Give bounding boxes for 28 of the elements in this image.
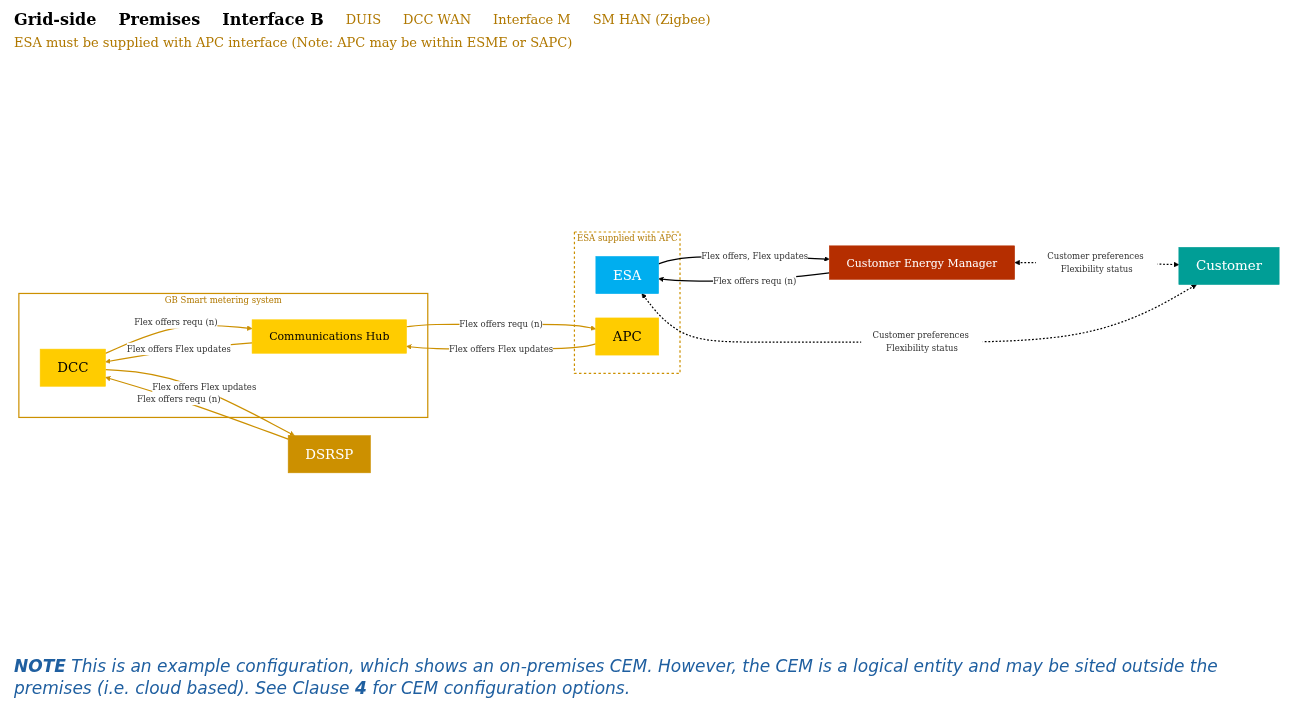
annotation-text: SM HAN (Zigbee) <box>592 12 711 27</box>
edge-label: Flex offers Flex updates <box>126 343 231 354</box>
edge-label: Flex offers, Flex updates <box>701 251 809 261</box>
edge-label: Flex offers requ (n) <box>459 318 543 329</box>
annotation-text: Premises <box>118 10 201 29</box>
edge-label: Customer preferences Flexibility status <box>1047 251 1144 274</box>
edge-label: Flex offers requ (n) <box>712 276 797 286</box>
edge-label: Flex offers Flex updates <box>152 382 257 393</box>
node-box: DSRSP <box>287 435 371 474</box>
annotation-text: Grid-side <box>14 10 97 29</box>
arrow <box>104 369 295 436</box>
arrow <box>105 376 289 440</box>
edge-label: Flex offers requ (n) <box>134 317 218 327</box>
edge-label: Customer preferences Flexibility status <box>872 330 969 354</box>
node-box: Communications Hub <box>251 319 407 354</box>
annotation-text: DCC WAN <box>403 12 472 27</box>
node-box: ESA <box>595 256 659 294</box>
annotation-text: DUIS <box>345 12 382 27</box>
node-box: Customer <box>1178 247 1280 285</box>
node-box: DCC <box>39 348 106 387</box>
edge-label: Flex offers requ (n) <box>137 393 221 404</box>
edge-label: Flex offers Flex updates <box>449 343 554 354</box>
node-box: Customer Energy Manager <box>829 245 1015 280</box>
node-box: APC <box>595 317 660 356</box>
annotation-text: Interface M <box>493 12 571 27</box>
note-caption: NOTE This is an example configuration, which shows an on-premises CEM. However, the CEM is a logical entity and may be sited outside the premises (i.e. cloud based). See Clause 4 for CEM configuration options. <box>14 654 1219 699</box>
annotation-text: ESA must be supplied with APC interface (Note: APC may be within ESME or SAPC) <box>14 35 573 50</box>
annotation-text: Interface B <box>222 10 324 29</box>
